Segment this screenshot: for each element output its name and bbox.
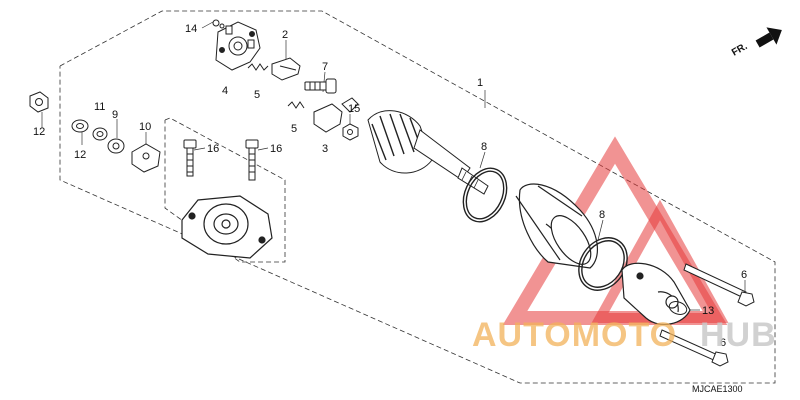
callout-5b: 5 [291, 123, 297, 135]
callout-5a: 5 [254, 89, 260, 101]
small-oring-14 [212, 19, 225, 29]
callout-14: 14 [185, 23, 197, 35]
callout-12b: 12 [74, 149, 86, 161]
diagram-code: MJCAE1300 [692, 384, 743, 394]
through-bolt-6-lower [659, 329, 729, 367]
nut-15 [342, 123, 359, 141]
callout-9: 9 [112, 109, 118, 121]
brush-holder-plate [215, 21, 261, 71]
terminal-insulator-10 [131, 143, 161, 173]
callout-3: 3 [322, 143, 328, 155]
oring-8-upper [462, 167, 508, 223]
oring-13 [668, 301, 688, 315]
callout-16a: 16 [207, 143, 219, 155]
through-bolt-6-upper [683, 263, 755, 307]
oring-8-lower [578, 237, 628, 291]
callout-8b: 8 [599, 209, 605, 221]
callout-6b: 6 [720, 337, 726, 349]
callout-2: 2 [282, 29, 288, 41]
brush-2 [271, 57, 301, 81]
arrow-right-icon [755, 27, 782, 48]
motor-case-yoke [515, 183, 598, 269]
assembly-boundary [59, 10, 776, 384]
nut-12-lower [71, 119, 89, 133]
watermark-text: AUTOMOTO HUB [472, 316, 777, 354]
callout-11: 11 [94, 101, 105, 113]
direction-indicator: FR. [730, 27, 782, 59]
bolt-16-left [183, 139, 197, 177]
callout-7: 7 [322, 61, 328, 73]
callout-10: 10 [139, 121, 151, 133]
callout-6a: 6 [741, 269, 747, 281]
callout-15: 15 [348, 103, 360, 115]
callout-4: 4 [222, 85, 228, 97]
washer-11 [92, 127, 108, 141]
brush-3 [313, 97, 359, 133]
bolt-16-right [245, 139, 259, 181]
insulator-9 [107, 138, 125, 154]
spring-5 [247, 63, 305, 109]
cap-nut-12 [29, 91, 49, 113]
terminal-bolt-7 [304, 78, 337, 94]
direction-label: FR. [730, 41, 750, 59]
front-cover [621, 262, 691, 326]
callout-1: 1 [477, 77, 483, 89]
rear-cover [181, 195, 273, 259]
callout-16b: 16 [270, 143, 282, 155]
callout-labels: 1 2 3 4 5 5 6 6 7 8 8 9 10 11 12 12 13 1… [33, 23, 747, 349]
watermark-part-b: HUB [700, 316, 777, 354]
callout-13: 13 [702, 305, 714, 317]
callout-12a: 12 [33, 126, 45, 138]
callout-8a: 8 [481, 141, 487, 153]
watermark-part-a: AUTOMOTO [472, 316, 677, 354]
